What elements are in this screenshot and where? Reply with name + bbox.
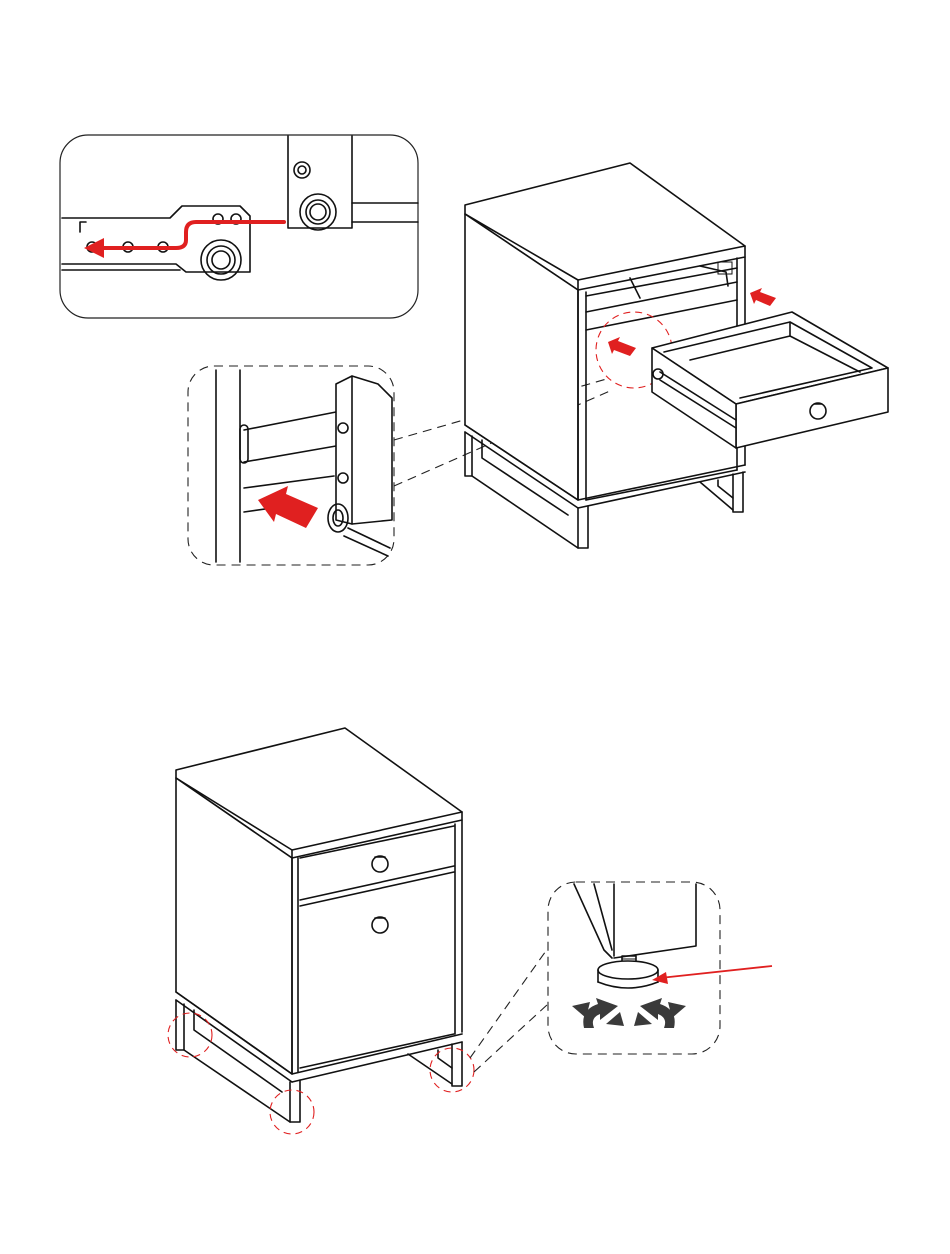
door-knob [372,917,388,933]
step-leveling-feet [168,728,772,1134]
rotate-arrow-icon [606,1012,624,1026]
rotate-arrow-icon [634,1012,652,1026]
drawer [652,312,888,448]
screw-hole [294,162,310,178]
step-drawer-installation [60,135,888,565]
red-direction-arrow [100,222,284,248]
drawer-knob [372,856,388,872]
red-direction-arrow [258,486,318,528]
leveling-foot [598,961,658,979]
rail-lock-detail [60,135,418,318]
runner-insert-detail [188,366,394,565]
red-direction-arrow [750,288,776,306]
cabinet-closed [168,728,474,1134]
leveling-foot-detail [548,882,772,1054]
screw-hole [298,166,306,174]
red-arrowhead [84,238,104,258]
red-direction-arrow [608,337,636,356]
